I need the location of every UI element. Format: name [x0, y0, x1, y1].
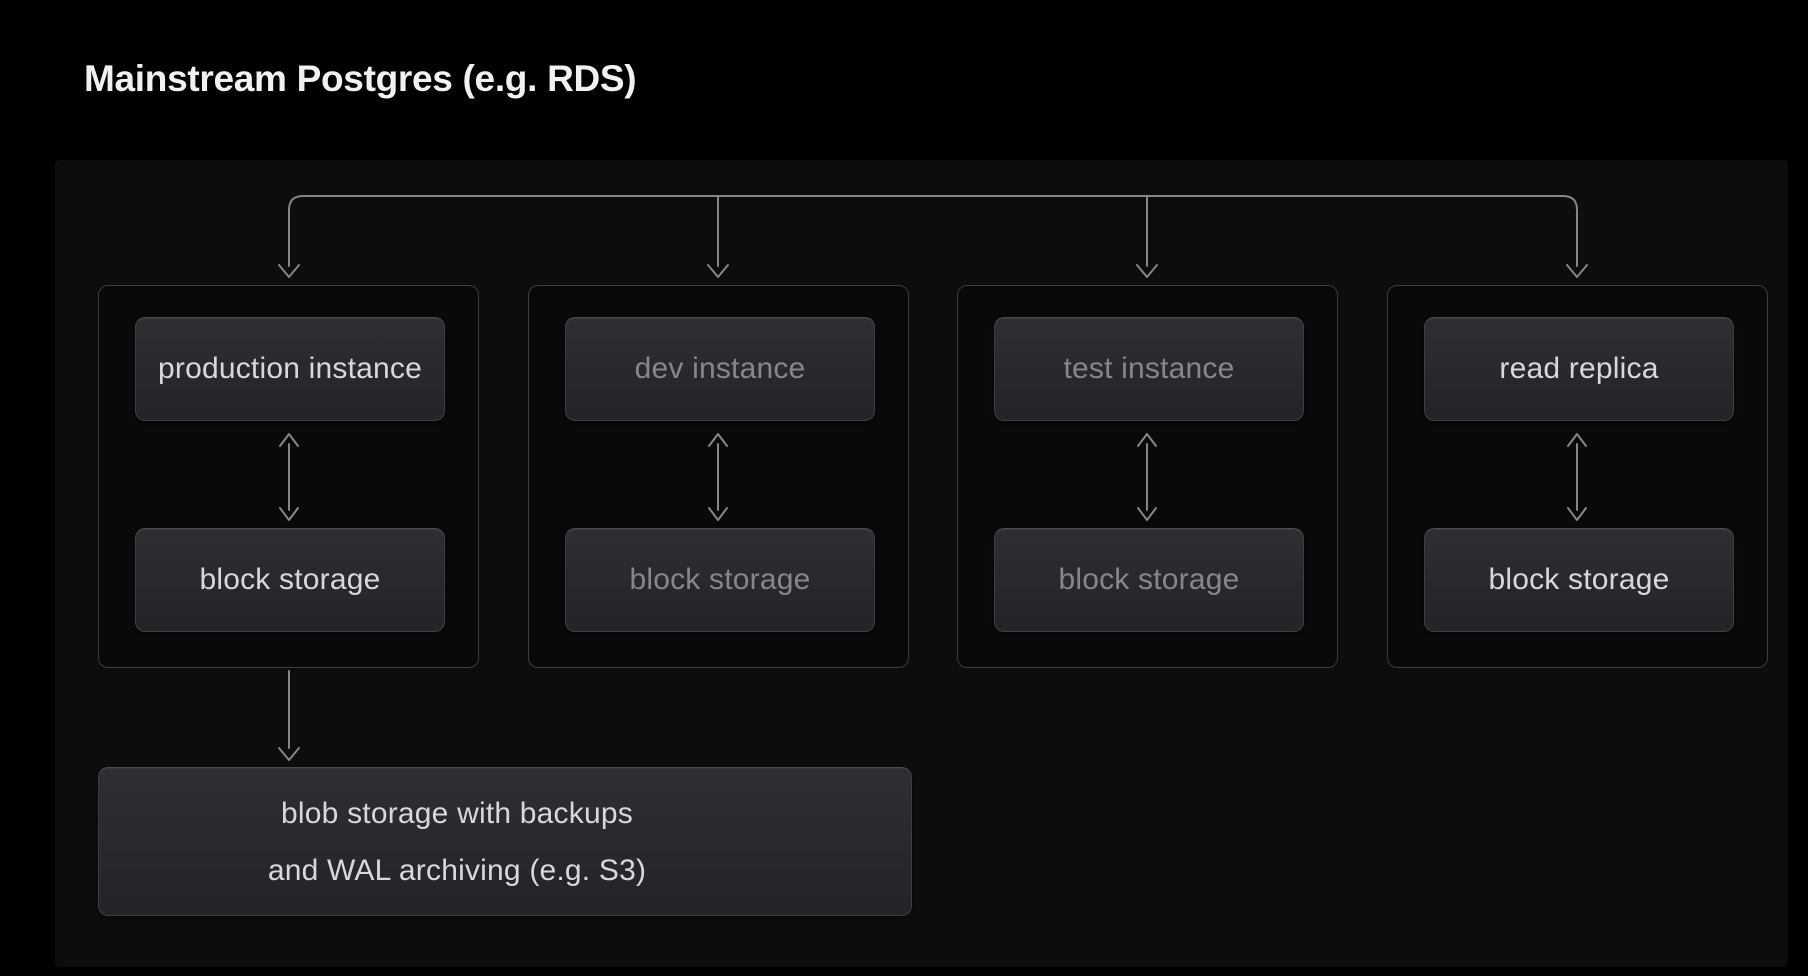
blob-label-line-1: blob storage with backups: [281, 796, 633, 830]
node-read-replica-block-storage: block storage: [1424, 528, 1734, 632]
node-production-block-storage: block storage: [135, 528, 445, 632]
group-read-replica: read replica block storage: [1387, 285, 1768, 668]
node-test-block-storage: block storage: [994, 528, 1304, 632]
group-test: test instance block storage: [957, 285, 1338, 668]
node-label: production instance: [158, 352, 422, 385]
node-dev-block-storage: block storage: [565, 528, 875, 632]
group-dev: dev instance block storage: [528, 285, 909, 668]
group-production: production instance block storage: [98, 285, 479, 668]
node-test-instance: test instance: [994, 317, 1304, 421]
node-label: block storage: [629, 563, 811, 596]
diagram-title: Mainstream Postgres (e.g. RDS): [84, 58, 637, 99]
node-label: blob storage with backups and WAL archiv…: [268, 785, 742, 899]
node-label: test instance: [1063, 352, 1235, 385]
node-label: dev instance: [634, 352, 806, 385]
node-label: read replica: [1499, 352, 1659, 385]
node-label: block storage: [1488, 563, 1670, 596]
blob-label-line-2: and WAL archiving (e.g. S3): [267, 853, 647, 887]
node-label: block storage: [199, 563, 381, 596]
node-label: block storage: [1058, 563, 1240, 596]
node-dev-instance: dev instance: [565, 317, 875, 421]
node-blob-storage: blob storage with backups and WAL archiv…: [98, 767, 912, 916]
node-production-instance: production instance: [135, 317, 445, 421]
node-read-replica: read replica: [1424, 317, 1734, 421]
